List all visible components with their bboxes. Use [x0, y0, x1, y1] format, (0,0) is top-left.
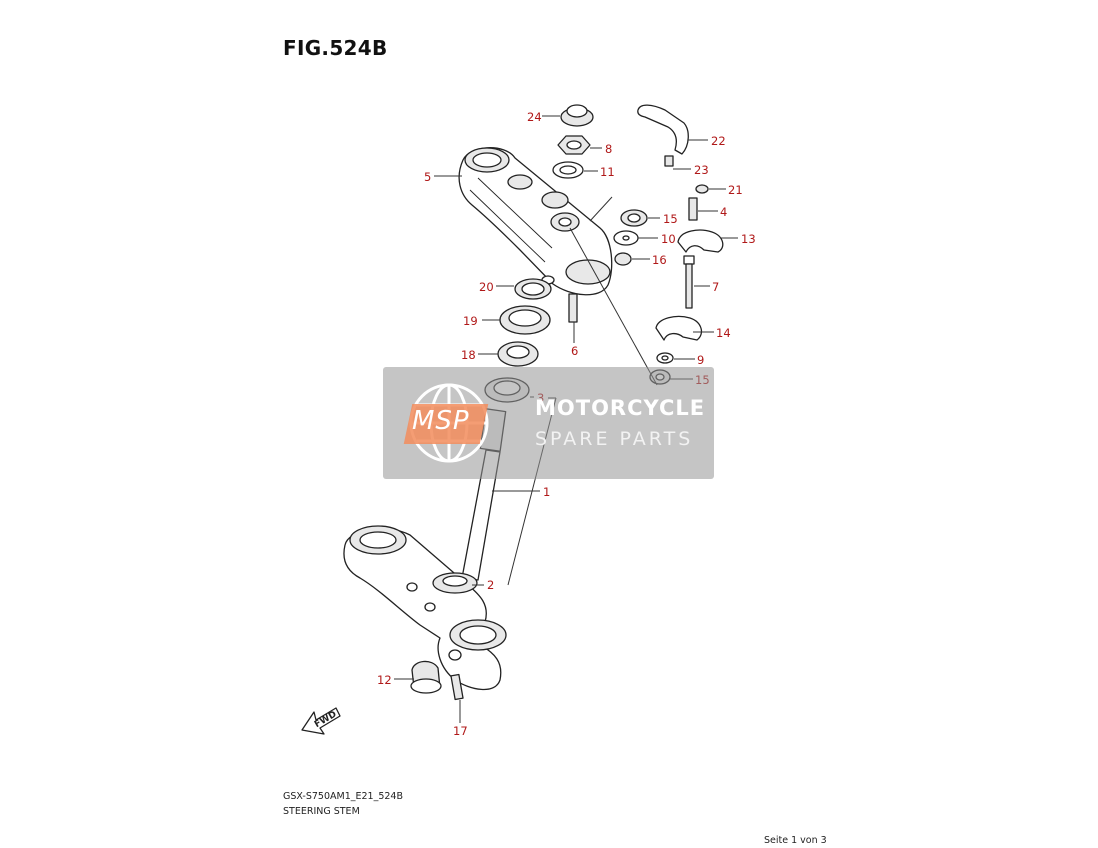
watermark-brand: MSP	[412, 406, 470, 436]
callout-16: 16	[652, 253, 667, 267]
callout-8: 8	[605, 142, 612, 156]
handlebar-holders	[637, 104, 724, 385]
callout-12: 12	[377, 673, 392, 687]
callout-5: 5	[424, 170, 431, 184]
upper-bracket-part	[458, 147, 613, 296]
figure-title: FIG.524B	[283, 36, 388, 60]
callout-21: 21	[728, 183, 743, 197]
watermark-line2: SPARE PARTS	[535, 428, 694, 450]
callout-7: 7	[712, 280, 719, 294]
fwd-arrow-icon: FWD	[301, 707, 341, 735]
figure-subtitle: STEERING STEM	[283, 806, 360, 817]
model-code: GSX-S750AM1_E21_524B	[283, 791, 403, 802]
callout-6: 6	[571, 344, 578, 358]
callout-17: 17	[453, 724, 468, 738]
callout-13: 13	[741, 232, 756, 246]
watermark-banner	[383, 367, 714, 479]
fwd-label: FWD	[313, 710, 338, 730]
callout-23: 23	[694, 163, 709, 177]
callout-10: 10	[661, 232, 676, 246]
callout-20: 20	[479, 280, 494, 294]
watermark-line1: MOTORCYCLE	[535, 396, 706, 420]
callout-18: 18	[461, 348, 476, 362]
callout-15-upper: 15	[663, 212, 678, 226]
callout-11: 11	[600, 165, 615, 179]
callout-9: 9	[697, 353, 704, 367]
callout-19: 19	[463, 314, 478, 328]
callout-4: 4	[720, 205, 727, 219]
callout-24: 24	[527, 110, 542, 124]
callout-22: 22	[711, 134, 726, 148]
callout-14: 14	[716, 326, 731, 340]
callout-1: 1	[543, 485, 550, 499]
callout-2: 2	[487, 578, 494, 592]
page-indicator: Seite 1 von 3	[764, 835, 827, 846]
